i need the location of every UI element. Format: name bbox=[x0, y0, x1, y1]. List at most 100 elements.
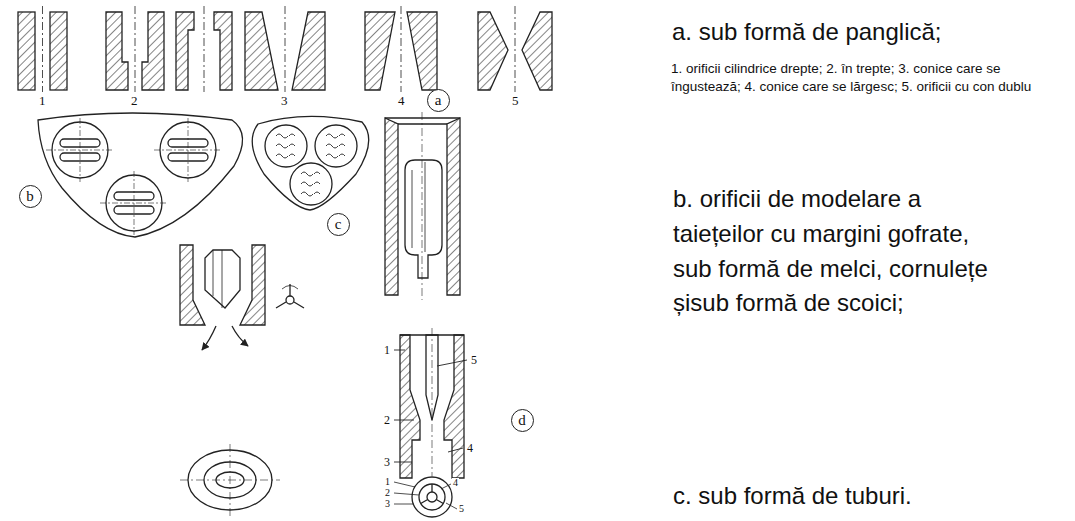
tube-die-plan bbox=[427, 492, 437, 502]
panel-letter: d bbox=[518, 413, 526, 428]
tube-die-plan bbox=[441, 484, 451, 489]
shell-die-plate bbox=[252, 116, 369, 210]
three-rib-star bbox=[286, 296, 294, 304]
double-cone-orifice bbox=[478, 6, 552, 92]
tube-die-section bbox=[448, 448, 463, 452]
callout-number: 3 bbox=[280, 94, 289, 107]
ribbon-die-plate bbox=[38, 113, 243, 237]
tube-die-section bbox=[394, 350, 405, 351]
tube-die-section bbox=[400, 335, 420, 478]
tube-die-insert bbox=[422, 112, 423, 300]
widening-cone-orifice bbox=[401, 6, 402, 92]
double-cone-orifice bbox=[478, 12, 508, 90]
callout-number: 4 bbox=[397, 94, 406, 107]
tube-die-insert bbox=[385, 117, 460, 118]
tube-die-plan bbox=[446, 503, 457, 509]
tube-die-insert bbox=[385, 112, 460, 300]
tube-die-plan bbox=[394, 493, 419, 495]
circled-letter: d bbox=[511, 409, 534, 432]
ribbon-die-plate bbox=[80, 118, 81, 182]
snail-die-insert bbox=[202, 326, 216, 350]
widening-cone-orifice bbox=[365, 12, 395, 90]
snail-die-insert bbox=[180, 245, 265, 350]
stepped-orifice bbox=[176, 12, 194, 90]
snail-die-insert bbox=[232, 326, 248, 346]
callout-number: 1 bbox=[383, 344, 391, 356]
caption-text: 1. orificii cilindrice drepte; 2. în tre… bbox=[671, 60, 1071, 95]
die-drawing bbox=[18, 6, 552, 517]
straight-orifice bbox=[18, 12, 35, 90]
panel-letter: c bbox=[335, 217, 342, 232]
tube-die-section bbox=[432, 328, 433, 476]
tube-die-plan bbox=[419, 484, 445, 510]
narrowing-cone-orifice bbox=[292, 12, 325, 90]
stepped-orifice bbox=[142, 12, 164, 90]
circled-letter: c bbox=[327, 213, 350, 236]
tube-die-section bbox=[394, 350, 467, 462]
three-rib-star bbox=[282, 286, 298, 290]
narrowing-cone-orifice bbox=[245, 12, 278, 90]
tube-die-section bbox=[394, 420, 414, 421]
stepped-orifice bbox=[135, 6, 136, 92]
straight-orifice bbox=[42, 6, 43, 92]
tube-die-section bbox=[394, 328, 467, 478]
callout-number: 5 bbox=[511, 94, 520, 107]
tube-die-plan bbox=[394, 482, 415, 487]
ribbon-die-plate bbox=[134, 171, 135, 235]
straight-orifice bbox=[50, 12, 67, 90]
caption-text: b. orificii de modelare a taiețeilor cu … bbox=[673, 182, 1013, 321]
straight-orifice bbox=[18, 6, 67, 92]
tube-die-plan bbox=[394, 477, 457, 517]
shell-die-plate bbox=[276, 134, 295, 158]
snail-die-insert bbox=[205, 250, 240, 308]
tube-die-insert bbox=[412, 162, 425, 252]
stepped-orifice bbox=[214, 12, 232, 90]
snail-die-insert bbox=[180, 245, 205, 325]
callout-number: 4 bbox=[466, 442, 474, 454]
widening-cone-orifice bbox=[407, 12, 437, 90]
ring-orifice-plan bbox=[180, 444, 280, 516]
circled-letter: b bbox=[19, 185, 42, 208]
narrowing-cone-orifice bbox=[285, 6, 286, 92]
tube-die-insert bbox=[447, 118, 460, 295]
callout-number: 3 bbox=[383, 456, 391, 468]
three-rib-star bbox=[276, 284, 304, 308]
callout-number: 5 bbox=[458, 504, 465, 514]
shell-die-plate bbox=[290, 163, 332, 205]
tube-die-section bbox=[437, 360, 467, 366]
panel-letter: b bbox=[26, 189, 34, 204]
double-cone-orifice bbox=[522, 12, 552, 90]
callout-number: 5 bbox=[470, 354, 478, 366]
stepped-orifice bbox=[106, 6, 232, 92]
ribbon-die-plate bbox=[38, 113, 243, 237]
callout-number: 3 bbox=[384, 499, 391, 509]
callout-number: 2 bbox=[384, 488, 391, 498]
shell-die-plate bbox=[301, 172, 320, 196]
snail-die-insert bbox=[240, 245, 265, 325]
widening-cone-orifice bbox=[365, 6, 437, 92]
shell-die-plate bbox=[276, 134, 345, 196]
callout-number: 4 bbox=[452, 478, 459, 488]
tube-die-plan bbox=[394, 504, 414, 505]
circled-letter: a bbox=[427, 89, 450, 112]
panel-letter: a bbox=[435, 93, 442, 108]
tube-die-insert bbox=[398, 123, 447, 124]
ribbon-die-plate bbox=[46, 118, 222, 235]
snail-die-insert bbox=[213, 250, 222, 308]
tube-die-insert bbox=[405, 160, 442, 278]
ribbon-die-plate bbox=[188, 118, 189, 182]
callout-number: 2 bbox=[130, 94, 139, 107]
shell-die-plate bbox=[315, 125, 357, 167]
caption-text: a. sub formă de panglică; bbox=[672, 18, 942, 47]
stepped-orifice bbox=[204, 6, 205, 92]
tube-die-section bbox=[394, 462, 412, 463]
shell-die-plate bbox=[265, 125, 307, 167]
double-cone-orifice bbox=[515, 6, 516, 92]
tube-die-section bbox=[444, 335, 464, 478]
tube-die-plan bbox=[421, 484, 444, 504]
tube-die-insert bbox=[385, 118, 398, 295]
tube-die-plan bbox=[412, 477, 452, 517]
shell-die-plate bbox=[326, 134, 345, 158]
shell-die-plate bbox=[252, 116, 369, 210]
callout-number: 1 bbox=[384, 477, 391, 487]
